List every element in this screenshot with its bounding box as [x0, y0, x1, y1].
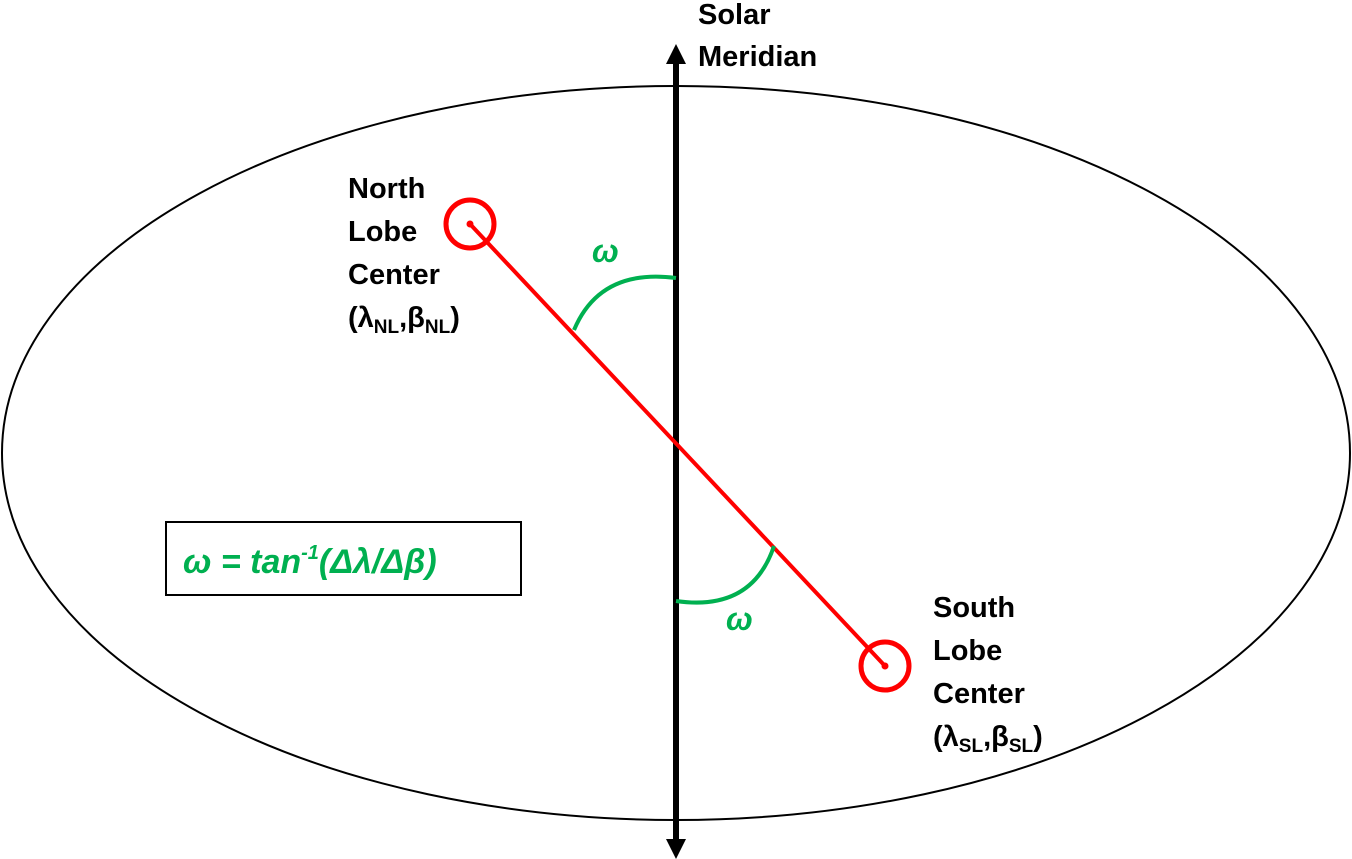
meridian-label-line2: Meridian [698, 41, 817, 73]
angle-label-top: ω [592, 233, 619, 269]
north-lobe-label-line2: Lobe [348, 216, 417, 248]
north-coord-close: ) [450, 302, 460, 334]
south-coord-sub-lambda: SL [959, 736, 984, 757]
north-lobe-coordinates: (λNL,βNL) [348, 302, 460, 338]
south-lobe-coordinates: (λSL,βSL) [933, 721, 1043, 757]
north-lobe-label-line3: Center [348, 259, 440, 291]
south-coord-close: ) [1033, 721, 1043, 753]
meridian-arrowhead-bottom [666, 839, 686, 859]
south-lobe-label-line1: South [933, 592, 1015, 624]
south-lobe-label-line2: Lobe [933, 635, 1002, 667]
north-lobe-center-dot [466, 220, 474, 228]
south-coord-sub-beta: SL [1009, 736, 1034, 757]
north-lobe-label-line1: North [348, 173, 425, 205]
south-coord-open: (λ [933, 721, 959, 753]
formula-superscript: -1 [301, 542, 319, 564]
angle-arc-top [572, 274, 677, 331]
south-lobe-center-marker [858, 639, 912, 693]
north-lobe-center-marker [443, 197, 497, 251]
angle-arc-bottom [675, 545, 776, 605]
formula-text: ω = tan-1(Δλ/Δβ) [183, 542, 437, 581]
formula-main: ω = tan [183, 543, 301, 581]
formula-rest: (Δλ/Δβ) [319, 543, 437, 581]
north-coord-sep: ,β [399, 302, 425, 334]
south-coord-sep: ,β [983, 721, 1009, 753]
south-lobe-label-line3: Center [933, 678, 1025, 710]
lobe-axis-line [468, 222, 887, 668]
angle-label-bottom: ω [726, 601, 753, 637]
meridian-label-line1: Solar [698, 0, 771, 31]
formula-box [165, 521, 522, 596]
north-coord-sub-beta: NL [425, 317, 451, 338]
south-lobe-center-dot [881, 662, 889, 670]
meridian-arrowhead-top [666, 44, 686, 64]
north-coord-open: (λ [348, 302, 374, 334]
north-coord-sub-lambda: NL [374, 317, 400, 338]
